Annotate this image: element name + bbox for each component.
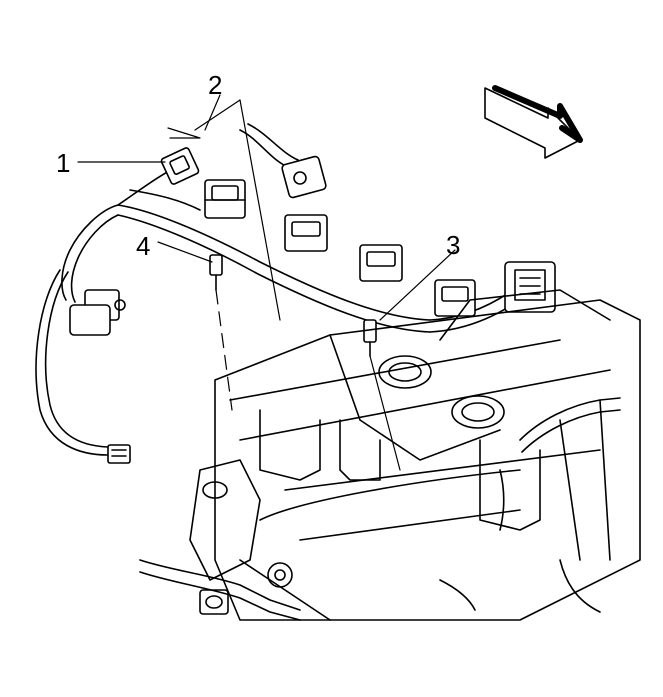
hose-lines bbox=[499, 397, 621, 613]
connector-icon bbox=[107, 444, 131, 464]
callout-1: 1 bbox=[56, 148, 71, 178]
clip-3-icon bbox=[363, 319, 377, 357]
connector-icon bbox=[284, 214, 328, 252]
connector-icon bbox=[359, 244, 403, 282]
engine-block bbox=[214, 289, 641, 621]
connector-icon bbox=[281, 155, 327, 199]
callout-2: 2 bbox=[208, 70, 223, 100]
callout-4: 4 bbox=[136, 231, 151, 261]
connector-icon bbox=[69, 289, 126, 336]
callout-3: 3 bbox=[446, 230, 461, 260]
leader-lines bbox=[77, 94, 456, 471]
connector-icon bbox=[434, 279, 476, 317]
connector-icon bbox=[504, 261, 556, 313]
clip-4-icon bbox=[209, 254, 223, 291]
connector-icon bbox=[204, 179, 246, 219]
intake-components bbox=[139, 459, 476, 621]
connector-1-icon bbox=[160, 147, 200, 185]
direction-arrow-icon bbox=[484, 85, 583, 159]
